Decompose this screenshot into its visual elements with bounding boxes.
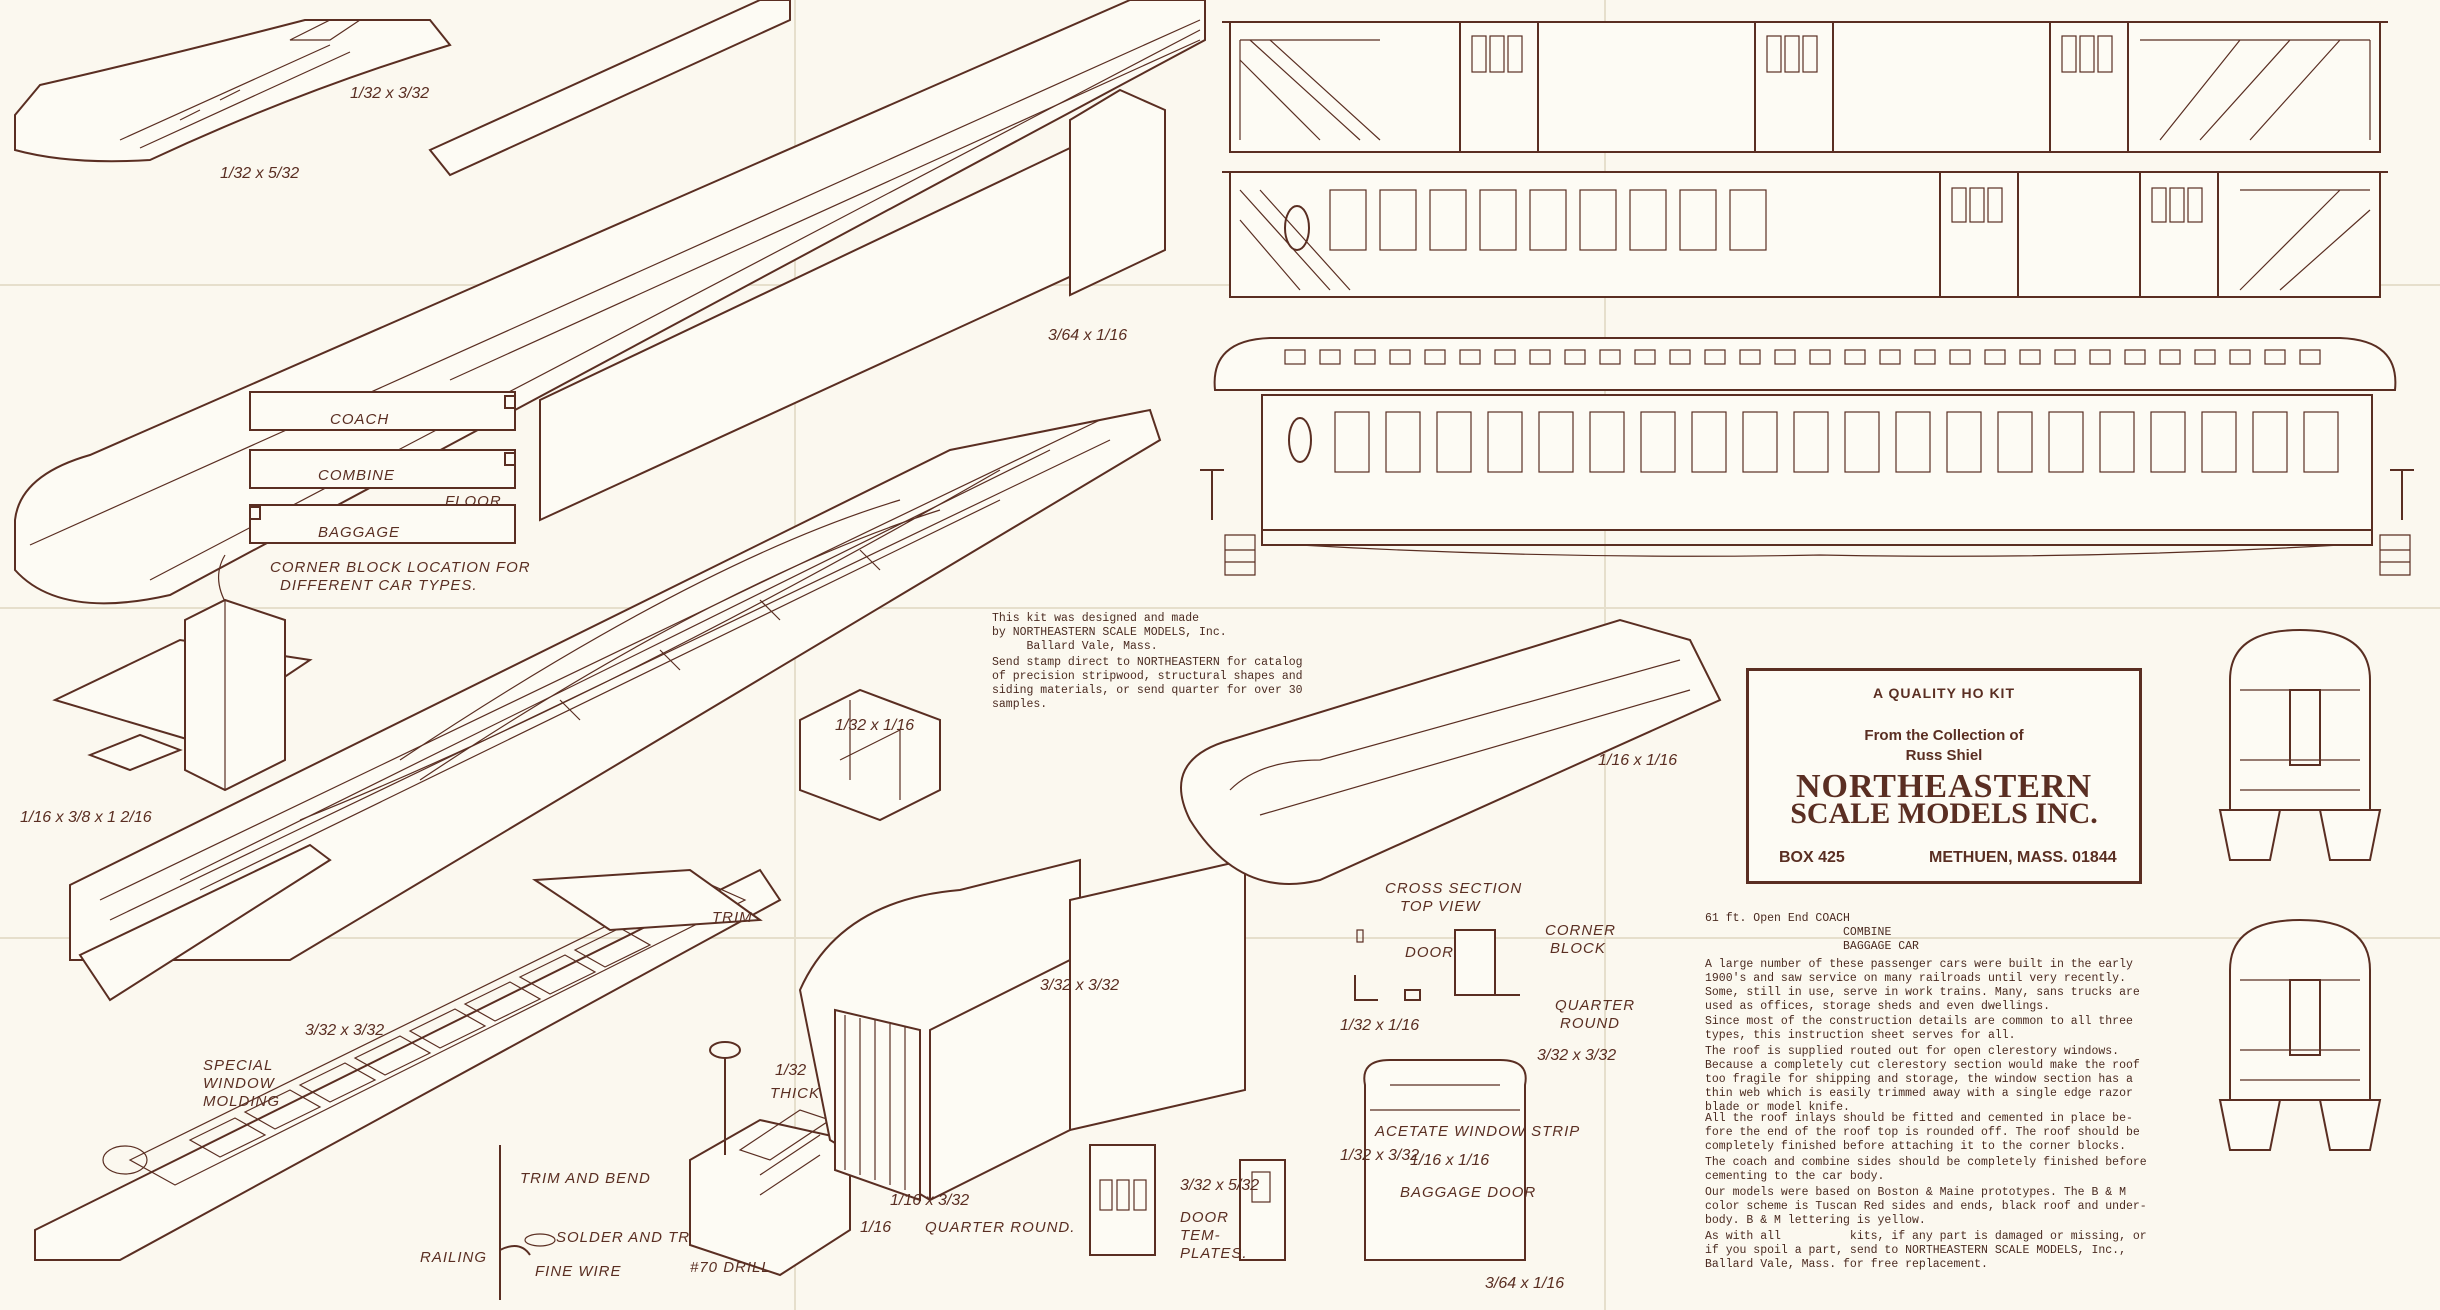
label-round: ROUND bbox=[1560, 1015, 1620, 1032]
label-trim: TRIM bbox=[712, 909, 753, 926]
platform-and-steps bbox=[689, 1041, 851, 1277]
railing-detail bbox=[499, 1145, 556, 1300]
end-bulkhead-assembly bbox=[798, 688, 1246, 1202]
label-door-templates-2: TEM- bbox=[1180, 1227, 1221, 1244]
label-special-window-3: MOLDING bbox=[203, 1093, 280, 1110]
label-railing: RAILING bbox=[420, 1249, 487, 1266]
label-corner-block-2: BLOCK bbox=[1550, 940, 1606, 957]
label-corner-block-1: CORNER bbox=[1545, 922, 1616, 939]
dim-3-32x5-32: 3/32 x 5/32 bbox=[1180, 1177, 1259, 1194]
floor-block bbox=[52, 598, 313, 792]
corner-block-panels bbox=[249, 391, 516, 544]
instructions-p3: The roof is supplied routed out for open… bbox=[1705, 1045, 2140, 1114]
quality-ho-kit: A QUALITY HO KIT bbox=[1873, 685, 2015, 701]
label-door-templates-1: DOOR bbox=[1180, 1209, 1229, 1226]
label-coach: COACH bbox=[330, 411, 389, 428]
dim-3-64x1-16b: 3/64 x 1/16 bbox=[1485, 1275, 1564, 1292]
kit-label-box: A QUALITY HO KIT From the Collection of … bbox=[1746, 668, 2142, 884]
roof-end-detail bbox=[14, 19, 452, 163]
label-baggage-door: BAGGAGE DOOR bbox=[1400, 1184, 1536, 1201]
label-combine: COMBINE bbox=[318, 467, 395, 484]
instructions-p5: The coach and combine sides should be co… bbox=[1705, 1156, 2147, 1183]
corner-block-note-line2: DIFFERENT CAR TYPES. bbox=[280, 577, 478, 594]
label-baggage: BAGGAGE bbox=[318, 524, 400, 541]
instructions-p1: A large number of these passenger cars w… bbox=[1705, 958, 2140, 1013]
dim-3-32x3-32: 3/32 x 3/32 bbox=[305, 1022, 384, 1039]
kit-credit-note: This kit was designed and made by NORTHE… bbox=[992, 612, 1227, 653]
label-fine-wire: FINE WIRE bbox=[535, 1263, 622, 1280]
dim-1-16: 1/16 bbox=[860, 1219, 891, 1236]
brand-name-line-2: SCALE MODELS INC. bbox=[1790, 797, 2098, 830]
dim-3-32x3-32b: 3/32 x 3/32 bbox=[1040, 977, 1119, 994]
label-drill: #70 DRILL bbox=[690, 1259, 771, 1276]
dim-floor-block: 1/16 x 3/8 x 1 2/16 bbox=[20, 809, 152, 826]
label-quarter-round-2: QUARTER bbox=[1555, 997, 1635, 1014]
end-elevation-top bbox=[2218, 628, 2382, 861]
baggage-car-elevation bbox=[1222, 21, 2388, 153]
combine-car-elevation bbox=[1222, 171, 2388, 298]
dim-1-16x1-16: 1/16 x 1/16 bbox=[1598, 752, 1677, 769]
instructions-p2: Since most of the construction details a… bbox=[1705, 1015, 2133, 1042]
label-trim-and-bend: TRIM AND BEND bbox=[520, 1170, 651, 1187]
label-floor: FLOOR bbox=[445, 493, 502, 510]
dim-1-32x5-32: 1/32 x 5/32 bbox=[220, 165, 299, 182]
dim-3-32x3-32c: 3/32 x 3/32 bbox=[1537, 1047, 1616, 1064]
label-quarter-round: QUARTER ROUND. bbox=[925, 1219, 1075, 1236]
collection-line-2: Russ Shiel bbox=[1905, 747, 1983, 764]
instructions-p6: Our models were based on Boston & Maine … bbox=[1705, 1186, 2147, 1227]
corner-block-note-line1: CORNER BLOCK LOCATION FOR bbox=[270, 559, 531, 576]
end-elevation-bottom bbox=[2218, 918, 2382, 1151]
label-thick: THICK bbox=[770, 1085, 820, 1102]
roof-isometric bbox=[1180, 618, 1722, 885]
dim-1-16x1-16b: 1/16 x 1/16 bbox=[1410, 1152, 1489, 1169]
dim-1-32x1-16: 1/32 x 1/16 bbox=[835, 717, 914, 734]
floor-with-window-frames bbox=[34, 868, 782, 1261]
label-acetate-strip: ACETATE WINDOW STRIP bbox=[1374, 1123, 1580, 1140]
underframe-assembly bbox=[69, 408, 1162, 1002]
city-address: METHUEN, MASS. 01844 bbox=[1929, 849, 2117, 866]
label-cross-section: CROSS SECTION bbox=[1385, 880, 1522, 897]
brand-name-line-1: NORTHEASTERN bbox=[1795, 768, 2093, 805]
label-special-window-2: WINDOW bbox=[203, 1075, 276, 1092]
instructions-p7: As with all kits, if any part is damaged… bbox=[1705, 1230, 2147, 1271]
cross-section-detail bbox=[1354, 929, 1527, 1261]
label-top-view: TOP VIEW bbox=[1400, 898, 1481, 915]
kit-catalog-note: Send stamp direct to NORTHEASTERN for ca… bbox=[992, 656, 1303, 711]
dim-1-32-thick: 1/32 bbox=[775, 1062, 806, 1079]
dim-1-16x3-32: 1/16 x 3/32 bbox=[890, 1192, 969, 1209]
instructions-title: 61 ft. Open End COACH COMBINE BAGGAGE CA… bbox=[1705, 912, 1919, 953]
label-solder-and-trim: SOLDER AND TRIM bbox=[556, 1229, 709, 1246]
label-door: DOOR bbox=[1405, 944, 1454, 961]
coach-car-elevation bbox=[1200, 337, 2414, 576]
dim-1-32x1-16b: 1/32 x 1/16 bbox=[1340, 1017, 1419, 1034]
label-door-templates-3: PLATES. bbox=[1180, 1245, 1248, 1262]
dim-1-32x3-32: 1/32 x 3/32 bbox=[350, 85, 429, 102]
instructions-p4: All the roof inlays should be fitted and… bbox=[1705, 1112, 2140, 1153]
dim-1-32x3-32c: 1/32 x 3/32 bbox=[1340, 1147, 1419, 1164]
collection-line-1: From the Collection of bbox=[1864, 727, 2024, 744]
door-templates bbox=[1089, 1144, 1286, 1261]
dim-3-64x1-16: 3/64 x 1/16 bbox=[1048, 327, 1127, 344]
box-number: BOX 425 bbox=[1779, 849, 1845, 866]
label-special-window-1: SPECIAL bbox=[203, 1057, 273, 1074]
coach-window-row bbox=[1334, 411, 2339, 473]
combine-window-row bbox=[1329, 189, 1767, 251]
